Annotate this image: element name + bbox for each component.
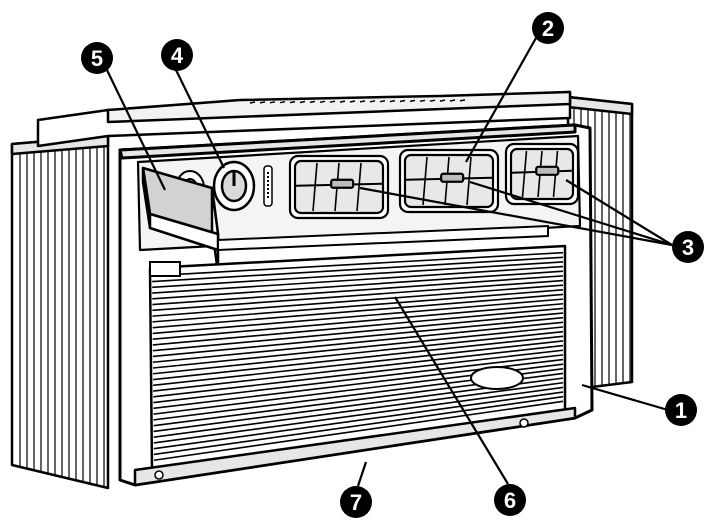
callout-badge-3: 3 (672, 231, 704, 263)
grille-slat (153, 386, 564, 444)
leader-line-3c (565, 179, 673, 246)
top-vent-slot (429, 99, 436, 102)
grille-slat (153, 400, 564, 462)
top-vent-slot (269, 101, 276, 104)
thermostat-knob (212, 160, 256, 212)
top-vent-slot (339, 100, 346, 103)
grille-slat (152, 279, 564, 312)
grille-slat (153, 340, 564, 387)
leader-line-4 (175, 69, 225, 169)
grille-slat (153, 395, 564, 456)
top-vent-slot (309, 100, 316, 104)
air-louver-3 (504, 142, 580, 206)
indicator-bar (263, 165, 273, 207)
grille-slat (152, 284, 564, 317)
grille-slat (153, 381, 564, 438)
louver-fin (422, 156, 428, 206)
grille-slats (152, 251, 564, 462)
louver-adjuster (535, 165, 560, 176)
grille-slat (152, 321, 564, 364)
grille-slat (152, 326, 564, 369)
brand-badge (470, 366, 524, 390)
louver-fin (521, 150, 528, 198)
top-vent-slot (389, 99, 396, 103)
louver-fin (356, 162, 362, 212)
grille-slat (153, 391, 564, 450)
top-vent-slot (249, 101, 256, 104)
filter-slot (217, 224, 549, 252)
top-vent-slot (359, 100, 366, 103)
grille-slat (152, 289, 564, 323)
top-vent-slot (259, 101, 266, 104)
callout-badge-5: 5 (81, 42, 113, 74)
grille-slat (152, 307, 564, 346)
base-screws (154, 418, 529, 480)
top-vent-slot (329, 100, 336, 103)
callout-number-3: 3 (682, 235, 694, 260)
grille-slat (152, 330, 564, 375)
top-vent-slot (279, 100, 286, 104)
leader-line-2 (465, 37, 537, 163)
callout-badge-6: 6 (494, 484, 526, 516)
leader-line-5 (105, 67, 166, 191)
louver-adjuster (440, 172, 465, 183)
left-side-curtain (10, 134, 110, 490)
grille-slat (153, 344, 564, 392)
louver-fin (312, 162, 318, 212)
callout-badge-2: 2 (532, 12, 564, 44)
grille-slat (152, 261, 564, 289)
top-vent-slot (459, 99, 466, 102)
grille-slat (152, 270, 564, 300)
grille-slat (152, 275, 564, 306)
callout-number-7: 7 (350, 490, 362, 515)
leader-line-3b (469, 180, 673, 247)
top-vent-slot (369, 100, 376, 103)
air-louver-1 (288, 154, 390, 220)
base-trim (133, 406, 577, 487)
leader-line-3a (359, 186, 673, 247)
top-vent-slot (379, 99, 386, 103)
leader-line-1 (581, 383, 669, 412)
callout-badge-4: 4 (161, 39, 193, 71)
grille-slat (152, 316, 564, 358)
top-vent-slot (439, 99, 446, 102)
louver-fin (466, 156, 472, 206)
louver-adjuster (330, 178, 355, 189)
callout-number-5: 5 (91, 46, 103, 71)
top-vent-slot (289, 100, 296, 104)
leader-lines (105, 37, 673, 487)
grille-slat (152, 312, 564, 352)
grille-slat (152, 293, 564, 329)
callout-number-2: 2 (542, 16, 554, 41)
callout-badge-7: 7 (340, 486, 372, 518)
top-vent-slot (319, 100, 326, 104)
grille-slat (153, 354, 564, 404)
leader-line-7 (356, 461, 368, 487)
callout-badge-1: 1 (665, 394, 697, 426)
top-vent-slot (299, 100, 306, 104)
grille-slat (152, 256, 564, 283)
callout-number-1: 1 (675, 398, 687, 423)
top-vent-slot (419, 99, 426, 103)
cabinet-top-vents (249, 99, 466, 104)
grille-slat (152, 251, 564, 277)
callout-number-4: 4 (171, 43, 184, 68)
grille-slat (152, 298, 564, 335)
top-vent-slot (399, 99, 406, 103)
grille-slat (152, 265, 564, 294)
top-vent-slot (449, 99, 456, 102)
side-intake (149, 261, 181, 277)
grille-slat (152, 302, 564, 340)
air-louvers (288, 142, 580, 220)
leader-line-6 (394, 296, 509, 485)
grille-slat (153, 335, 564, 381)
air-louver-2 (398, 148, 500, 214)
top-vent-slot (409, 99, 416, 103)
top-vent-slot (349, 100, 356, 103)
callout-number-6: 6 (504, 488, 516, 513)
grille-slat (153, 349, 564, 398)
